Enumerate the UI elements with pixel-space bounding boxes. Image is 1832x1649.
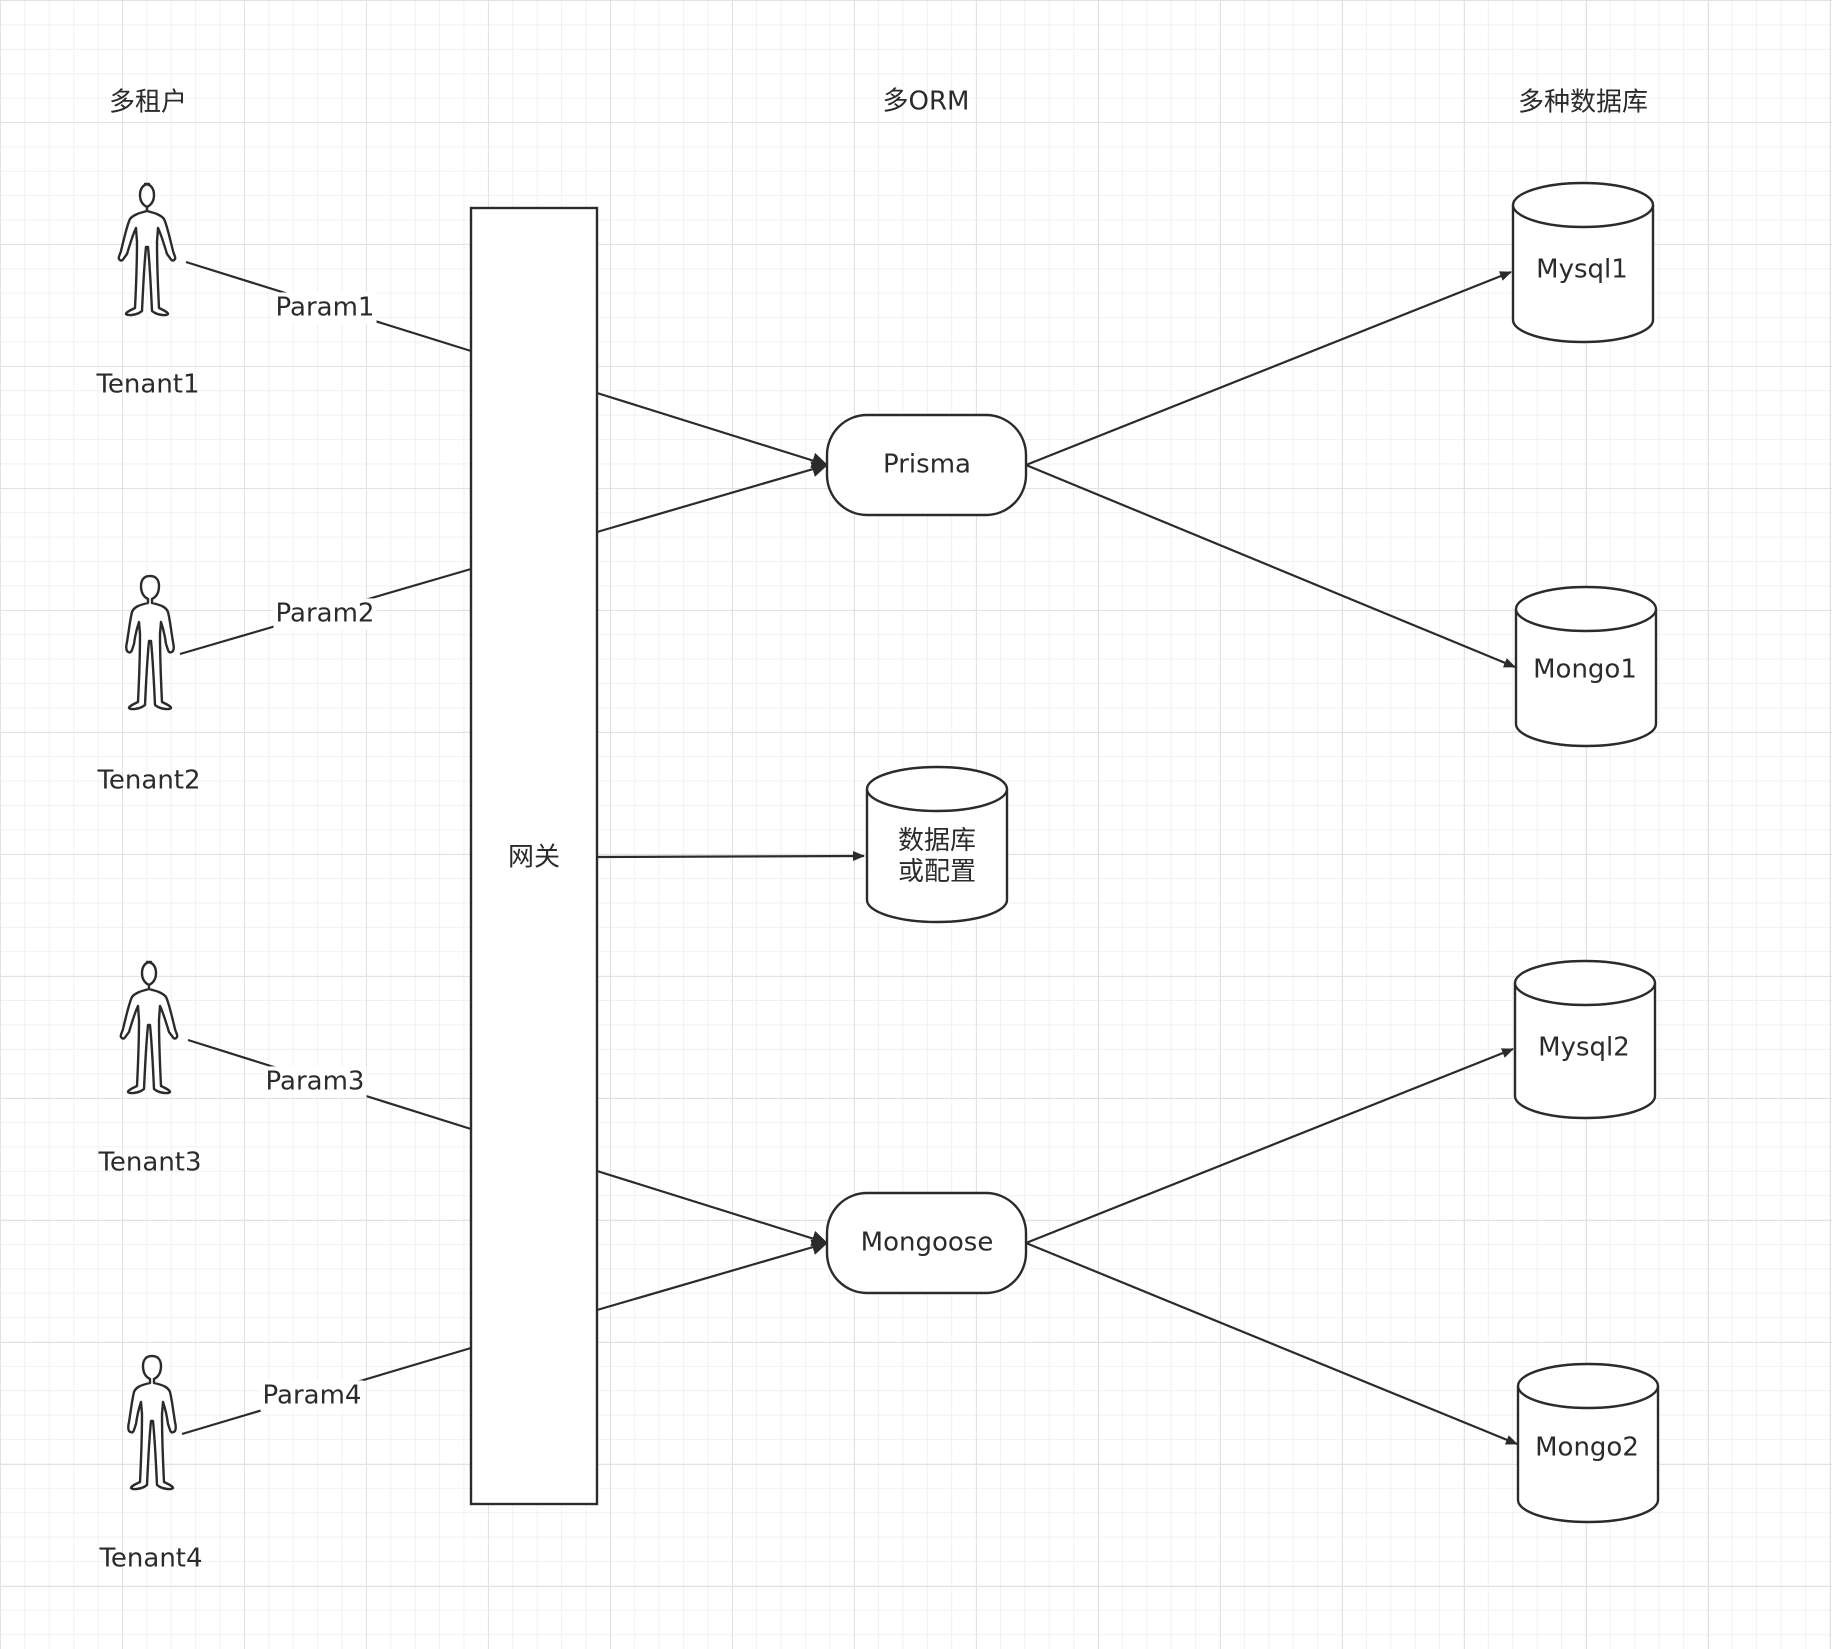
mongo1-cylinder — [1514, 585, 1658, 748]
config-db-cylinder — [865, 765, 1009, 924]
tenant2-label: Tenant2 — [97, 765, 201, 796]
gateway-box — [469, 206, 599, 1506]
mongoose-to-mysql2-arrow — [1025, 1047, 1514, 1245]
gateway-to-config-arrow — [596, 851, 865, 862]
config-db-label-line1: 数据库 — [897, 825, 976, 856]
mongo2-cylinder — [1516, 1362, 1660, 1524]
tenant4-person-icon — [127, 1354, 177, 1491]
tenant1-person-icon — [117, 182, 177, 317]
prisma-to-mysql1-arrow — [1025, 270, 1512, 467]
orm-header: 多ORM — [882, 86, 970, 117]
tenant4-label: Tenant4 — [99, 1543, 203, 1574]
gateway-to-prisma-arrow-2 — [596, 461, 828, 534]
gateway-to-mongoose-arrow-1 — [596, 1169, 828, 1247]
tenant3-person-icon — [119, 960, 179, 1095]
mongo2-label: Mongo2 — [1535, 1432, 1639, 1463]
mongoose-to-mongo2-arrow — [1025, 1241, 1518, 1446]
gateway-to-mongoose-arrow-2 — [596, 1239, 828, 1312]
param1-edge-label: Param1 — [273, 292, 377, 324]
mongoose-label: Mongoose — [860, 1227, 994, 1258]
config-db-label-line2: 或配置 — [897, 857, 976, 887]
mysql1-cylinder — [1511, 181, 1655, 344]
mongo1-label: Mongo1 — [1533, 654, 1637, 685]
tenant2-person-icon — [125, 574, 175, 711]
param4-edge-label: Param4 — [260, 1380, 364, 1412]
tenants-header: 多租户 — [108, 87, 188, 118]
tenant1-label: Tenant1 — [96, 369, 200, 400]
param3-edge-label: Param3 — [263, 1066, 367, 1098]
param2-edge-label: Param2 — [273, 598, 377, 630]
gateway-to-prisma-arrow-1 — [596, 391, 828, 469]
config-db-label: 数据库 或配置 — [882, 826, 992, 888]
mysql2-cylinder — [1513, 959, 1657, 1120]
prisma-to-mongo1-arrow — [1025, 463, 1516, 669]
mysql2-label: Mysql2 — [1538, 1032, 1630, 1063]
gateway-label: 网关 — [507, 842, 561, 873]
prisma-label: Prisma — [883, 449, 971, 480]
tenant3-label: Tenant3 — [98, 1147, 202, 1178]
databases-header: 多种数据库 — [1517, 87, 1649, 118]
mysql1-label: Mysql1 — [1536, 254, 1628, 285]
